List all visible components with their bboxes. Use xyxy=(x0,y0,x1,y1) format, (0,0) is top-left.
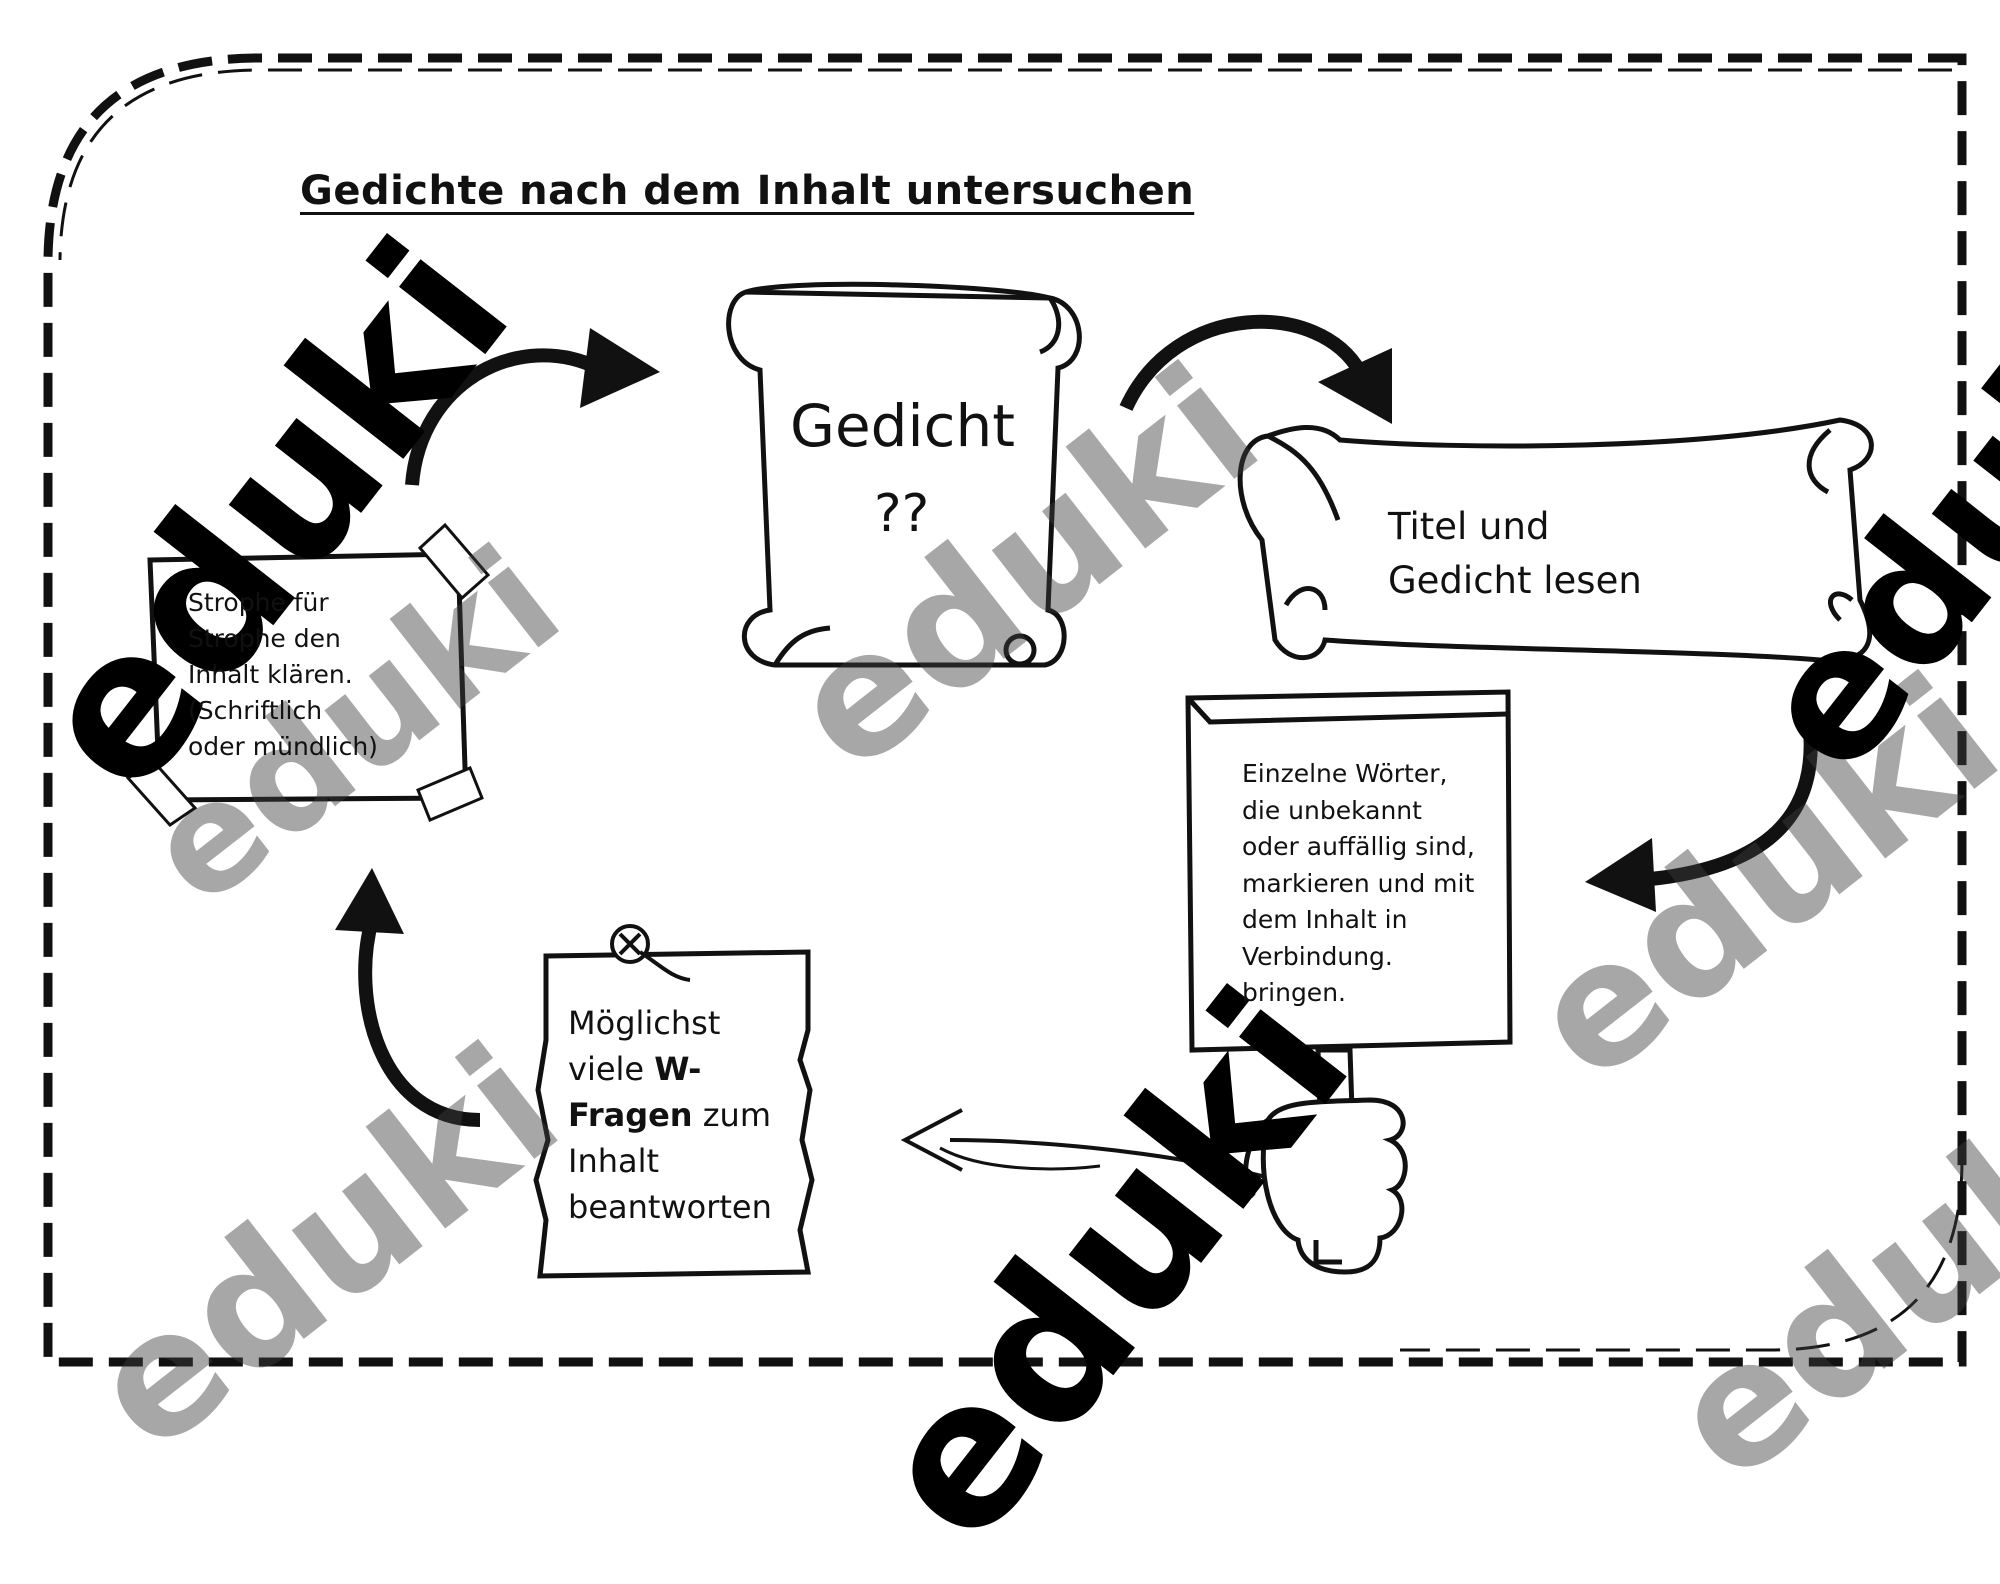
text-word-bold: W- xyxy=(654,1050,702,1088)
text-line: die unbekannt xyxy=(1242,795,1422,825)
text-line: beantworten xyxy=(568,1188,772,1226)
pinned-paper-icon xyxy=(533,924,815,1279)
text-line: markieren und mit xyxy=(1242,868,1475,898)
page-title: Gedichte nach dem Inhalt untersuchen xyxy=(300,168,1195,214)
taped-note-icon xyxy=(125,522,491,827)
diagram-canvas xyxy=(43,53,1967,1367)
curved-arrow-icon xyxy=(1585,700,1818,912)
text-line: (Schriftlich xyxy=(188,696,323,725)
text-line: bringen. xyxy=(1242,978,1346,1007)
text-line: Titel und xyxy=(1388,505,1550,548)
text-line: Fragen zum xyxy=(568,1092,772,1138)
text-line: Strophe für xyxy=(188,588,329,617)
text-line: dem Inhalt in xyxy=(1242,905,1408,934)
curved-arrow-icon xyxy=(1119,314,1392,424)
text-line: Verbindung. xyxy=(1242,941,1393,971)
scroll-icon xyxy=(726,281,1082,668)
gedicht-label: Gedicht xyxy=(790,392,1015,460)
text-word-bold: Fragen xyxy=(568,1096,693,1134)
gedicht-question-marks: ?? xyxy=(874,484,930,544)
text-line: Inhalt xyxy=(568,1142,660,1180)
text-line: Einzelne Wörter, xyxy=(1242,759,1448,788)
strophe-text: Strophe für Strophe den Inhalt klären. (… xyxy=(188,585,378,765)
w-fragen-text: Möglichst viele W- Fragen zum Inhalt bea… xyxy=(568,1000,772,1230)
text-line: Möglichst xyxy=(568,1004,721,1042)
dashed-frame xyxy=(43,53,1967,1367)
banner-scroll-icon xyxy=(1237,417,1874,664)
sign-hand-icon xyxy=(1185,689,1513,1275)
curved-arrow-icon xyxy=(405,328,660,486)
titel-lesen-text: Titel und Gedicht lesen xyxy=(1388,500,1642,608)
text-word: viele xyxy=(568,1050,645,1088)
text-line: oder mündlich) xyxy=(188,732,378,761)
text-line: Gedicht lesen xyxy=(1388,559,1642,602)
text-line: oder auffällig sind, xyxy=(1242,832,1475,861)
text-line: viele W- xyxy=(568,1046,772,1092)
curved-arrow-icon xyxy=(335,868,481,1127)
text-word: zum xyxy=(702,1096,771,1134)
einzelne-woerter-text: Einzelne Wörter, die unbekannt oder auff… xyxy=(1242,756,1475,1012)
text-line: Inhalt klären. xyxy=(188,660,353,689)
curved-arrow-icon xyxy=(900,1108,1271,1180)
text-line: Strophe den xyxy=(188,624,341,653)
